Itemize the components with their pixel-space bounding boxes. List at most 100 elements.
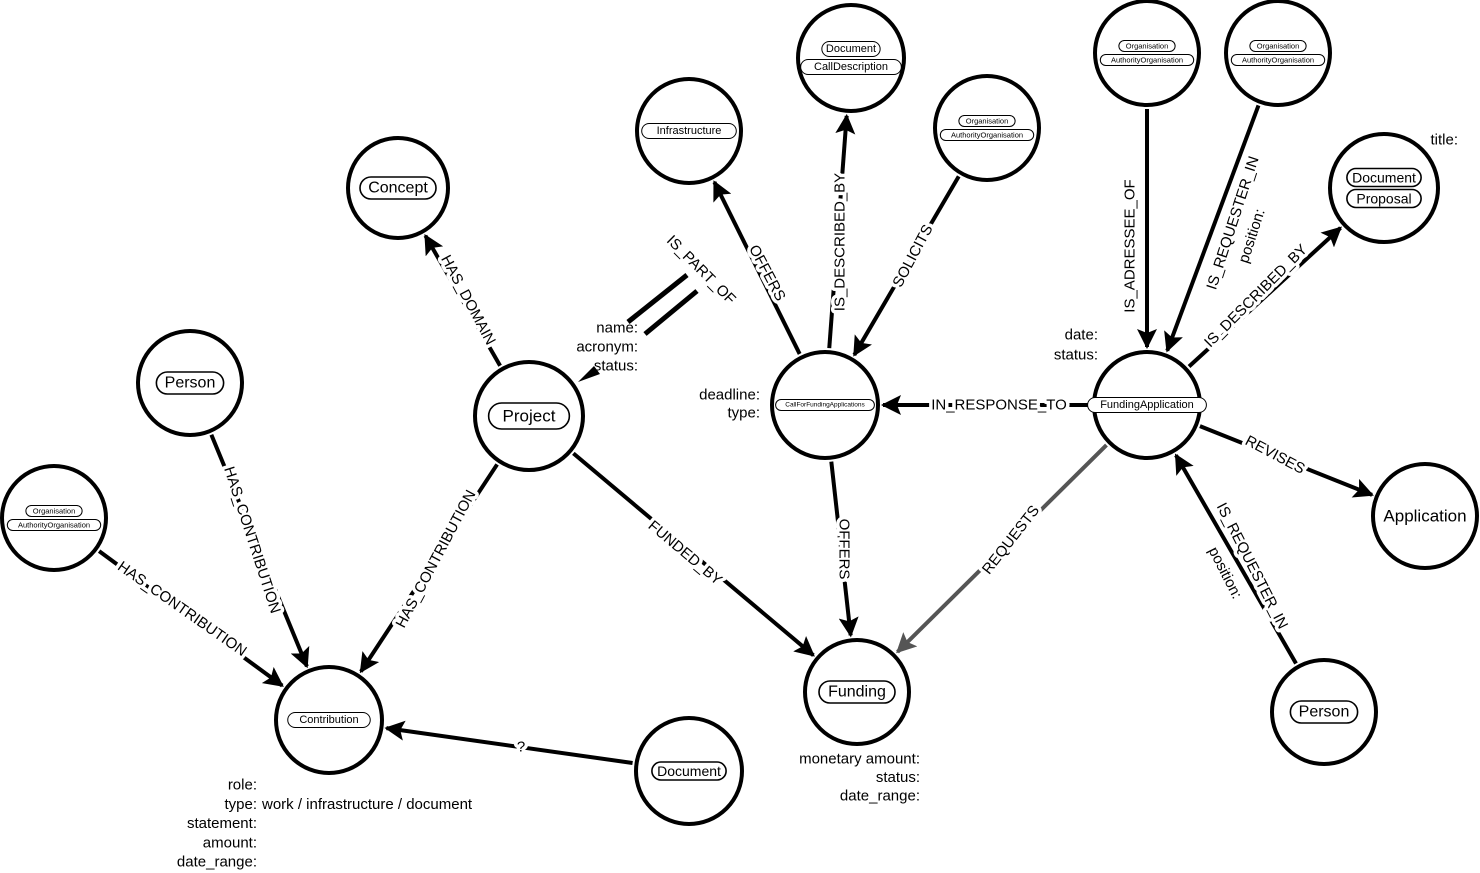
node-property: date: [1065,327,1098,344]
edge-label: OFFERS [745,242,789,304]
node-property: acronym: [576,339,638,356]
node-label-pill [1118,40,1176,52]
edge---16: ? [384,720,633,765]
node-label-pill [287,712,371,728]
node-label: CallDescription [814,61,888,73]
node-label-pill [821,41,881,57]
node-label-pill [775,399,875,411]
edge-offers-11: OFFERS [829,461,859,638]
node-label: Organisation [966,117,1009,126]
arrow-head-icon [578,366,600,382]
node-label: AuthorityOrganisation [18,521,90,530]
node-label-pill [1346,188,1422,209]
edge-label: REQUESTS [979,502,1043,577]
edge-label: IN_RESPONSE_TO [931,397,1067,414]
node-call[interactable]: CallForFundingApplications [770,350,880,460]
node-label: AuthorityOrganisation [1242,56,1314,65]
node-label: Organisation [1257,42,1300,51]
node-label-pill [1087,397,1207,413]
node-funding[interactable]: Funding [803,638,911,746]
edge-revises-8: REVISES [1199,424,1374,498]
node-label: AuthorityOrganisation [1111,56,1183,65]
node-property: status: [876,769,920,786]
node-label: Person [1299,704,1350,721]
node-person-left[interactable]: Person [136,329,244,437]
node-label-pill [958,115,1016,127]
node-property: monetary amount: [799,751,920,768]
node-property: title: [1430,132,1458,149]
node-person-right[interactable]: Person [1270,658,1378,766]
node-label-pill [1346,167,1422,188]
node-property: date_range: [177,854,257,871]
node-label: Document [657,763,721,779]
edge-label: FUNDED_BY [645,517,726,588]
edge-label: IS_PART_OF [663,232,739,308]
node-label-pill [359,176,437,200]
node-document[interactable]: Document [634,716,744,826]
node-label-pill [939,129,1035,141]
edge-label: IS_ADRESSEE_OF [1122,179,1139,312]
node-application[interactable]: Application [1371,462,1479,570]
edge-is-described-by-2: IS_DESCRIBED_BY [827,113,856,349]
node-funding-application[interactable]: FundingApplication [1087,350,1207,460]
node-property: status: [594,358,638,375]
node-label: Application [1383,507,1466,526]
edge-is-described-by-6: IS_DESCRIBED_BY [1187,226,1342,368]
node-label-pill [800,59,902,75]
node-property: type: [224,796,257,813]
edge-label: HAS_DOMAIN [437,252,499,348]
node-property: amount: [203,834,257,851]
node-label: Person [165,375,216,392]
node-label-pill [1099,54,1195,66]
edge-label: HAS_CONTRIBUTION [220,464,284,615]
node-label: Infrastructure [657,125,722,137]
node-label: FundingApplication [1100,399,1194,411]
node-infrastructure[interactable]: Infrastructure [635,77,743,185]
edge-label: SOLICITS [889,222,936,290]
node-label: Funding [828,684,886,701]
node-label-pill [487,402,571,430]
node-property: statement: [187,815,257,832]
node-label-pill [1230,54,1326,66]
node-property: type: [727,405,760,422]
node-label: Organisation [33,507,76,516]
node-label-pill [1249,40,1307,52]
edge-label: OFFERS [836,519,853,580]
node-label: Document [826,43,876,55]
node-label: Organisation [1126,42,1169,51]
node-label-pill [818,680,896,704]
edge-is-adressee-of-4: IS_ADRESSEE_OF [1118,109,1157,349]
node-concept[interactable]: Concept [346,136,450,240]
edge-label: HAS_CONTRIBUTION [114,558,249,660]
node-label: CallForFundingApplications [785,402,865,409]
node-label-pill [651,761,727,781]
node-property: date_range: [840,788,920,805]
contribution-type-values: work / infrastructure / document [261,796,473,813]
node-label-pill [6,519,102,531]
edge-requests-10: REQUESTS [896,443,1108,654]
node-contribution[interactable]: Contribution [274,665,384,775]
edge-has-contribution-13: HAS_CONTRIBUTION [359,463,499,674]
node-label: Contribution [299,714,358,726]
node-label: Document [1352,170,1416,186]
node-label: Proposal [1356,191,1411,207]
edge-label: IS_DESCRIBED_BY [832,173,849,311]
edge-offers-1: OFFERS [712,180,802,355]
edge-label: REVISES [1242,432,1307,478]
node-project[interactable]: Project [473,360,585,472]
node-property: deadline: [699,387,760,404]
node-label-pill [641,123,737,139]
node-property: status: [1054,347,1098,364]
node-label-pill [1289,700,1359,724]
edge-in-response-to-7: IN_RESPONSE_TO [881,393,1090,417]
edge-funded-by-12: FUNDED_BY [572,451,815,657]
